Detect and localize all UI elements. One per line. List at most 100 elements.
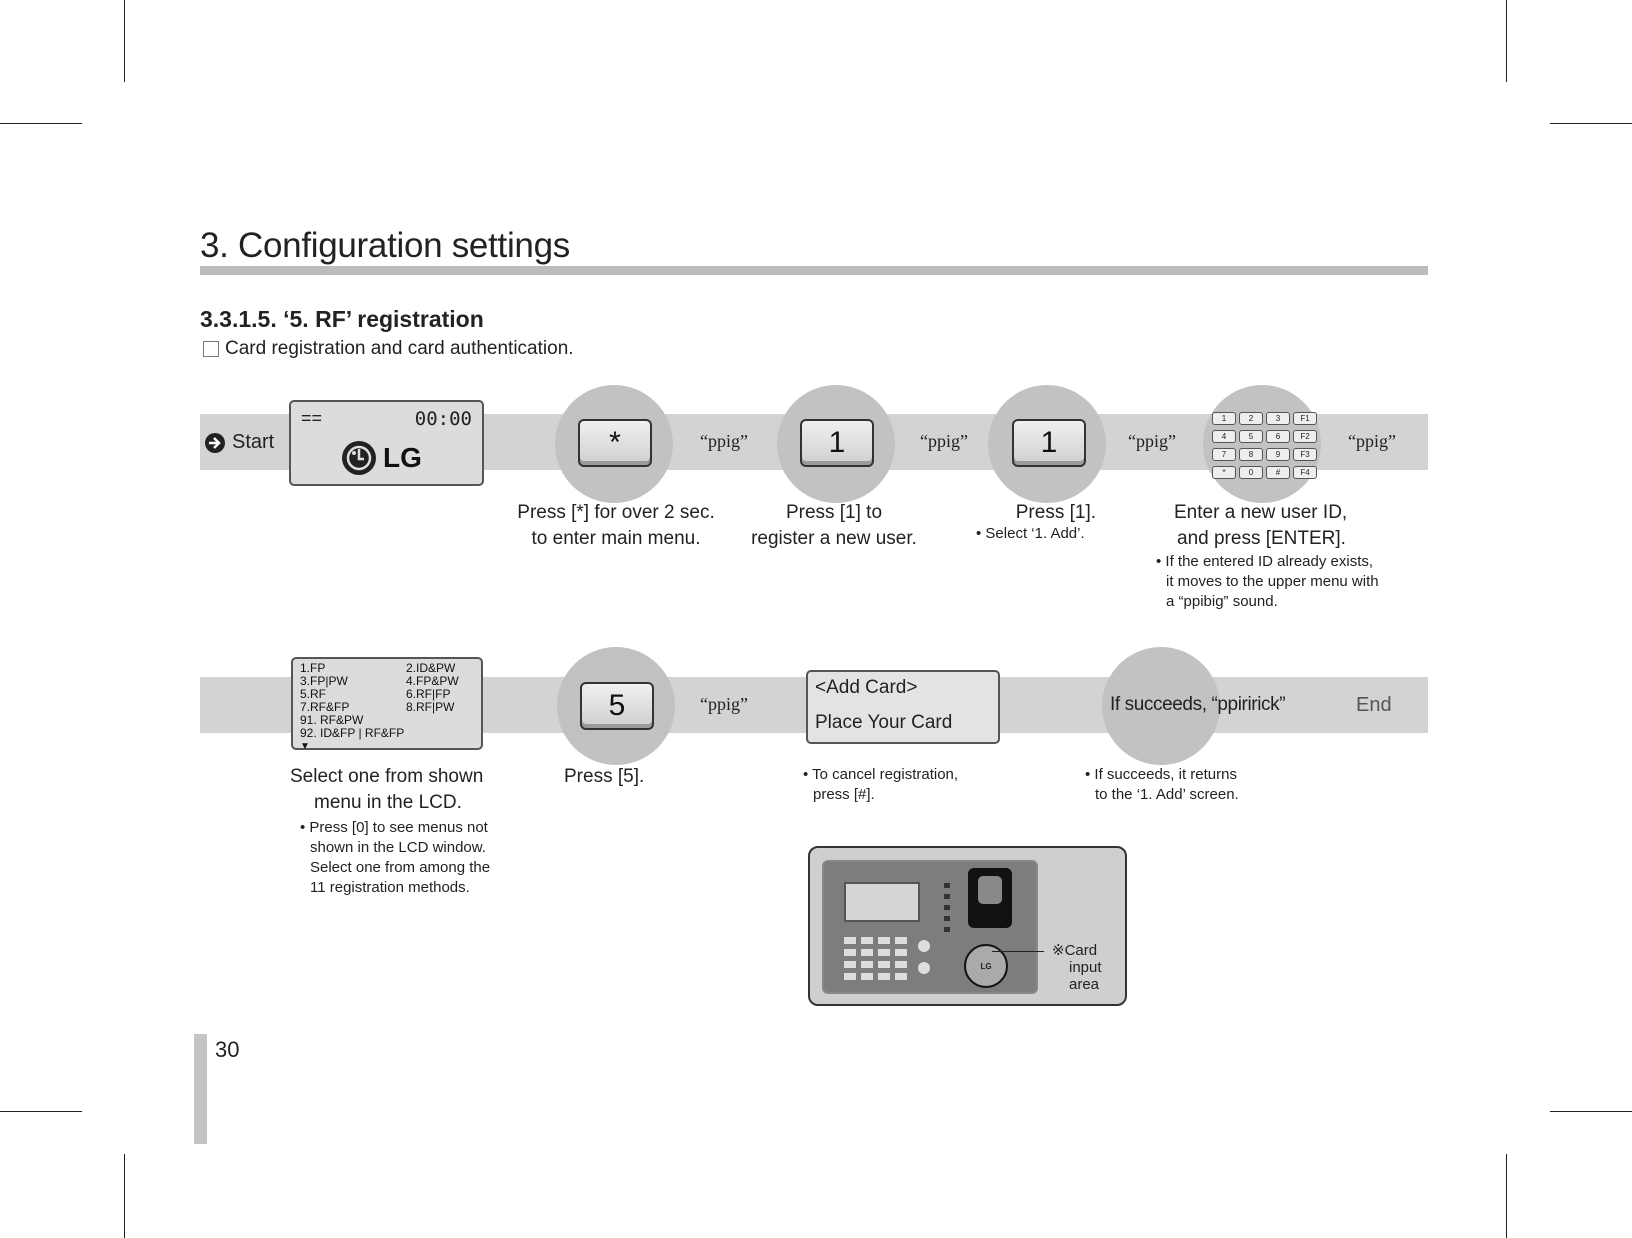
- caption-note: shown in the LCD window.: [310, 839, 486, 856]
- crop-mark: [124, 1154, 125, 1238]
- caption-note: to the ‘1. Add’ screen.: [1095, 786, 1239, 803]
- step-caption: Press [*] for over 2 sec. to enter main …: [490, 500, 742, 552]
- description-text: Card registration and card authenticatio…: [225, 338, 574, 359]
- menu-item: 5.RF: [300, 687, 327, 701]
- page-number-bar: [194, 1034, 207, 1144]
- lcd-indicator: ==: [301, 408, 323, 428]
- menu-item: 4.FP&PW: [406, 674, 459, 688]
- label-line: area: [1069, 976, 1100, 993]
- caption-note: • If the entered ID already exists,: [1156, 553, 1374, 570]
- key-5-button[interactable]: 5: [580, 682, 654, 730]
- lcd-line: Place Your Card: [815, 712, 953, 733]
- beep-sound-label: “ppig”: [1348, 431, 1396, 451]
- keypad-key[interactable]: F3: [1293, 448, 1317, 461]
- step-caption: Press [1]. • Select ‘1. Add’.: [976, 500, 1096, 544]
- sensor-window: [978, 876, 1002, 904]
- caption-note: Select one from among the: [310, 859, 491, 876]
- menu-item: 2.ID&PW: [406, 661, 456, 675]
- card-area-label: ※Card input area: [1052, 942, 1102, 993]
- caption-line: register a new user.: [751, 528, 917, 549]
- step-caption: • If succeeds, it returns to the ‘1. Add…: [1085, 765, 1305, 805]
- start-indicator: Start: [204, 431, 274, 454]
- add-card-lcd: <Add Card> Place Your Card: [806, 670, 1000, 744]
- keypad-key[interactable]: 8: [1239, 448, 1263, 461]
- crop-mark: [0, 123, 82, 124]
- step-caption: Press [1] to register a new user.: [726, 500, 942, 552]
- keypad-key[interactable]: F1: [1293, 412, 1317, 425]
- bullet-box-icon: [203, 341, 219, 357]
- beep-sound-label: “ppig”: [920, 431, 968, 451]
- lg-logo: LG: [341, 440, 422, 476]
- title-rule: [200, 266, 1428, 275]
- keypad-key[interactable]: 9: [1266, 448, 1290, 461]
- status-leds: [944, 882, 950, 932]
- label-line: input: [1069, 959, 1102, 976]
- fingerprint-sensor: [968, 868, 1012, 928]
- arrow-circle-icon: [205, 432, 225, 453]
- keypad-key[interactable]: #: [1266, 466, 1290, 479]
- menu-item: 3.FP|PW: [300, 674, 348, 688]
- menu-item: 6.RF|FP: [406, 687, 451, 701]
- caption-line: Enter a new user ID,: [1174, 502, 1348, 523]
- device-logo: LG: [980, 961, 992, 971]
- step-circle: [1102, 647, 1220, 765]
- device-button: [918, 962, 930, 974]
- menu-item: 1.FP: [300, 661, 326, 675]
- caption-note: • To cancel registration,: [803, 766, 959, 783]
- caption-note: it moves to the upper menu with: [1166, 573, 1379, 590]
- crop-mark: [1550, 123, 1632, 124]
- keypad-key[interactable]: 5: [1239, 430, 1263, 443]
- crop-mark: [1550, 1111, 1632, 1112]
- caption-line: menu in the LCD.: [314, 792, 462, 813]
- step-circle: [1203, 385, 1321, 503]
- keypad-key[interactable]: *: [1212, 466, 1236, 479]
- page-title: 3. Configuration settings: [200, 226, 570, 265]
- device-button: [918, 940, 930, 952]
- caption-line: Select one from shown: [290, 766, 484, 787]
- menu-item: 8.RF|PW: [406, 700, 455, 714]
- lg-logo-text: LG: [383, 442, 422, 473]
- step-caption: • To cancel registration, press [#].: [803, 765, 1003, 805]
- caption-line: and press [ENTER].: [1177, 528, 1346, 549]
- section-title: 3.3.1.5. ‘5. RF’ registration: [200, 306, 484, 332]
- keypad-key[interactable]: F4: [1293, 466, 1317, 479]
- keypad-key[interactable]: 7: [1212, 448, 1236, 461]
- menu-item: 91. RF&PW: [300, 713, 364, 727]
- crop-mark: [1506, 0, 1507, 82]
- caption-note: • If succeeds, it returns: [1085, 766, 1237, 783]
- keypad-key[interactable]: 0: [1239, 466, 1263, 479]
- idle-lcd-screen: == 00:00 LG: [289, 400, 484, 486]
- caption-line: to enter main menu.: [531, 528, 701, 549]
- section-description: Card registration and card authenticatio…: [203, 338, 574, 360]
- device-screen: [844, 882, 920, 922]
- beep-sound-label: “ppig”: [700, 431, 748, 451]
- keypad-key[interactable]: 3: [1266, 412, 1290, 425]
- crop-mark: [0, 1111, 82, 1112]
- star-key-button[interactable]: *: [578, 419, 652, 467]
- caption-line: Press [1].: [1015, 502, 1096, 523]
- caption-note: • Press [0] to see menus not: [300, 819, 488, 836]
- caption-note: a “ppibig” sound.: [1166, 593, 1278, 610]
- keypad-key[interactable]: F2: [1293, 430, 1317, 443]
- step-caption: Select one from shown menu in the LCD. •…: [282, 764, 522, 898]
- lcd-line: <Add Card>: [815, 677, 918, 698]
- lg-face-icon: [342, 441, 376, 475]
- keypad-key[interactable]: 2: [1239, 412, 1263, 425]
- keypad-key[interactable]: 1: [1212, 412, 1236, 425]
- step-caption: Enter a new user ID, and press [ENTER]. …: [1156, 500, 1396, 612]
- crop-mark: [1506, 1154, 1507, 1238]
- page-number: 30: [215, 1037, 240, 1062]
- key-1-button[interactable]: 1: [1012, 419, 1086, 467]
- keypad-key[interactable]: 4: [1212, 430, 1236, 443]
- caption-note: press [#].: [813, 786, 875, 803]
- lcd-time: 00:00: [414, 408, 472, 430]
- end-label: End: [1356, 694, 1392, 716]
- device-keypad: [844, 932, 910, 980]
- success-text: If succeeds, “ppiririck”: [1110, 694, 1286, 715]
- keypad-key[interactable]: 6: [1266, 430, 1290, 443]
- key-1-button[interactable]: 1: [800, 419, 874, 467]
- device-face: LG: [822, 860, 1038, 994]
- card-area-pointer: [992, 951, 1044, 952]
